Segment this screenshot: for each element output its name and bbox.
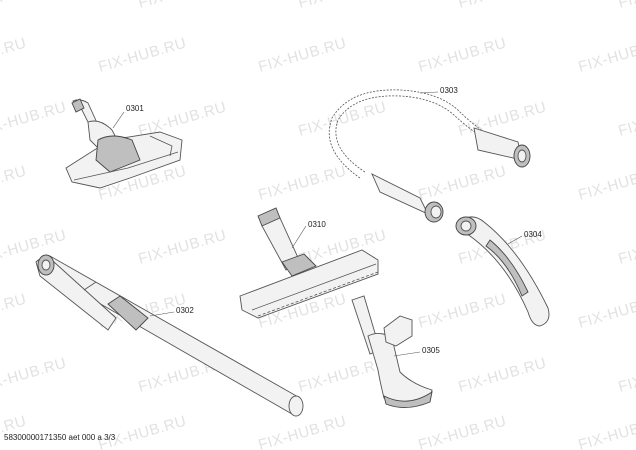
watermark-text: FIX-HUB.RU bbox=[616, 226, 636, 267]
callout-0301: 0301 bbox=[126, 104, 144, 113]
watermark-text: FIX-HUB.RU bbox=[256, 162, 348, 203]
watermark-text: FIX-HUB.RU bbox=[96, 34, 188, 75]
watermark-text: FIX-HUB.RU bbox=[616, 98, 636, 139]
watermark-text: FIX-HUB.RU bbox=[416, 34, 508, 75]
watermark-text: FIX-HUB.RU bbox=[0, 412, 28, 450]
part-0303-hose[interactable] bbox=[328, 89, 531, 223]
watermark-text: FIX-HUB.RU bbox=[0, 0, 68, 12]
callout-0302: 0302 bbox=[176, 306, 194, 315]
watermark-text: FIX-HUB.RU bbox=[136, 226, 228, 267]
watermark-text: FIX-HUB.RU bbox=[616, 354, 636, 395]
callout-0304: 0304 bbox=[524, 230, 542, 239]
leader-0302 bbox=[149, 311, 175, 317]
watermark-text: FIX-HUB.RU bbox=[0, 290, 28, 331]
watermark-text: FIX-HUB.RU bbox=[576, 34, 636, 75]
watermark-text: FIX-HUB.RU bbox=[416, 162, 508, 203]
watermark-text: FIX-HUB.RU bbox=[0, 354, 68, 395]
part-0310-parquet-nozzle[interactable] bbox=[239, 207, 379, 319]
watermark-text: FIX-HUB.RU bbox=[576, 162, 636, 203]
watermark-text: FIX-HUB.RU bbox=[0, 162, 28, 203]
watermark-text: FIX-HUB.RU bbox=[0, 34, 28, 75]
watermark-text: FIX-HUB.RU bbox=[296, 354, 388, 395]
callout-0303: 0303 bbox=[440, 86, 458, 95]
leader-0301 bbox=[112, 111, 125, 129]
callout-0305: 0305 bbox=[422, 346, 440, 355]
watermark-text: FIX-HUB.RU bbox=[576, 290, 636, 331]
watermark-text: FIX-HUB.RU bbox=[256, 412, 348, 450]
watermark-text: FIX-HUB.RU bbox=[456, 98, 548, 139]
watermark-text: FIX-HUB.RU bbox=[576, 412, 636, 450]
watermark-text: FIX-HUB.RU bbox=[296, 0, 388, 12]
part-0302-telescopic-tube[interactable] bbox=[35, 254, 304, 417]
part-0304-hose-handle[interactable] bbox=[455, 216, 550, 327]
watermark-text: FIX-HUB.RU bbox=[0, 98, 68, 139]
watermark-text: FIX-HUB.RU bbox=[416, 412, 508, 450]
part-0301-floor-nozzle[interactable] bbox=[65, 98, 183, 189]
leader-0310 bbox=[291, 225, 307, 249]
callout-0310: 0310 bbox=[308, 220, 326, 229]
watermark-text: FIX-HUB.RU bbox=[416, 290, 508, 331]
watermark-text: FIX-HUB.RU bbox=[96, 412, 188, 450]
watermark-text: FIX-HUB.RU bbox=[296, 98, 388, 139]
leader-0305 bbox=[393, 351, 421, 357]
leader-0303 bbox=[419, 91, 439, 94]
part-0305-accessory-nozzle[interactable] bbox=[351, 295, 433, 408]
watermark-text: FIX-HUB.RU bbox=[256, 34, 348, 75]
watermark-text: FIX-HUB.RU bbox=[456, 354, 548, 395]
watermark-text: FIX-HUB.RU bbox=[136, 0, 228, 12]
watermark-text: FIX-HUB.RU bbox=[456, 0, 548, 12]
leader-0304 bbox=[507, 235, 523, 245]
watermark-text: FIX-HUB.RU bbox=[616, 0, 636, 12]
drawing-number: 58300000171350 aet 000 a 3/3 bbox=[4, 433, 116, 442]
